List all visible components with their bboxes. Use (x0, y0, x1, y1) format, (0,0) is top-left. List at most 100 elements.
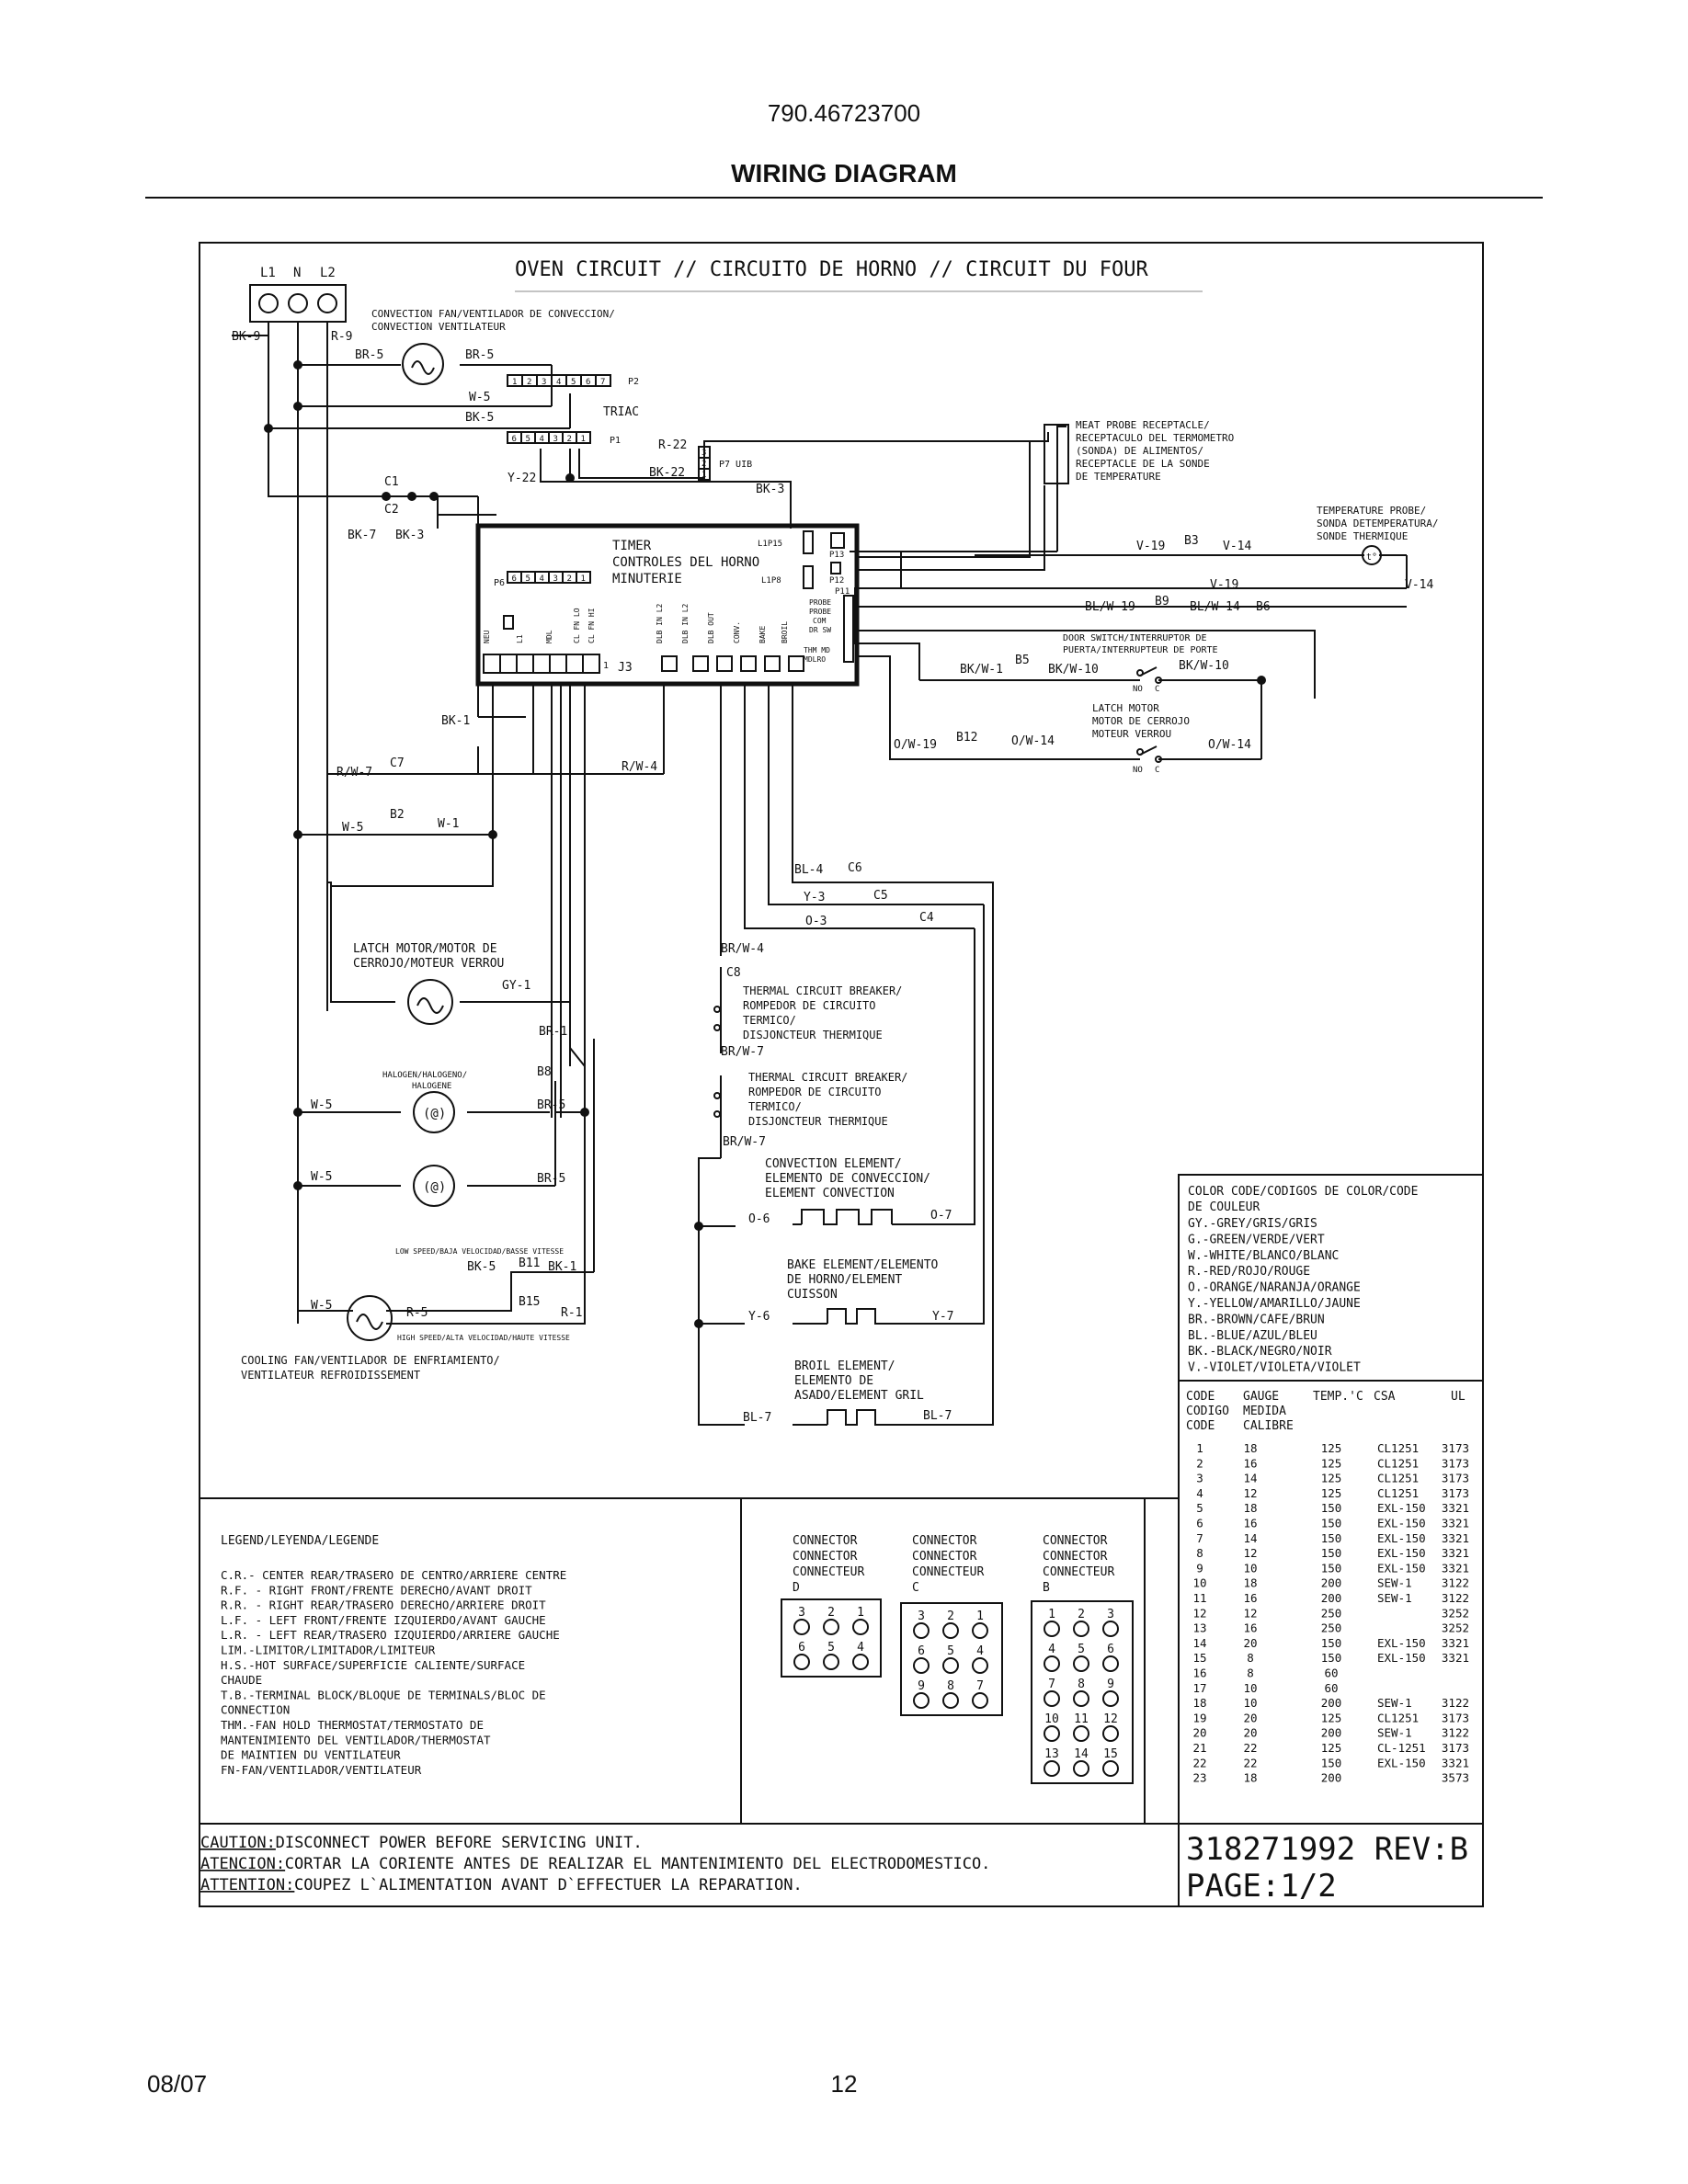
wire-label: BK-3 (756, 483, 784, 496)
p7-cell (698, 468, 711, 481)
legend-line: CHAUDE (221, 1673, 262, 1687)
connector-pin-number: 6 (918, 1644, 925, 1658)
color-code-entry: BK.-BLACK/NEGRO/NOIR (1188, 1345, 1332, 1359)
j3-cell (532, 654, 551, 674)
wire-label: R/W-7 (336, 766, 372, 779)
gauge-table-cell: 22 (1192, 1756, 1206, 1769)
gauge-table-cell: 125 (1321, 1456, 1342, 1470)
gauge-table-cell: 14 (1243, 1472, 1257, 1485)
gauge-table-cell: 125 (1321, 1711, 1342, 1724)
svg-text:HALOGEN/HALOGENO/: HALOGEN/HALOGENO/ (382, 1071, 467, 1080)
wire-label: O/W-14 (1208, 738, 1251, 752)
gauge-table-cell: 4 (1196, 1486, 1203, 1500)
gauge-table-cell: 150 (1321, 1517, 1342, 1530)
svg-text:(SONDA) DE ALIMENTOS/: (SONDA) DE ALIMENTOS/ (1076, 445, 1203, 457)
gauge-table-cell: 10 (1192, 1576, 1206, 1590)
svg-text:L1P8: L1P8 (761, 576, 781, 586)
timer-pin-label: NEU (483, 630, 491, 643)
wire-label: BR/W-7 (723, 1135, 766, 1149)
gauge-table-cell: EXL-150 (1377, 1531, 1426, 1545)
part-number: 318271992 REV:B (1186, 1831, 1468, 1868)
label-p7: P7 UIB (719, 460, 752, 470)
gauge-table-cell: EXL-150 (1377, 1501, 1426, 1515)
p2-cell (595, 374, 611, 387)
connector-pin-number: 4 (976, 1644, 984, 1658)
gauge-table-cell: 18 (1192, 1696, 1206, 1710)
connector-id: C2 (384, 503, 399, 517)
gauge-table-cell: 150 (1321, 1501, 1342, 1515)
connector-id: C7 (390, 756, 405, 770)
footer-date: 08/07 (147, 2070, 208, 2098)
connector-pin-number: 12 (1103, 1712, 1118, 1726)
legend-title: LEGEND/LEYENDA/LEGENDE (221, 1534, 379, 1548)
connector-id: C8 (726, 966, 741, 980)
gauge-table-cell: 3573 (1442, 1771, 1469, 1785)
svg-text:t°: t° (1366, 552, 1377, 563)
terminal-n: N (293, 266, 301, 280)
gauge-table-cell: 3321 (1442, 1531, 1469, 1545)
gauge-table-cell: 3321 (1442, 1517, 1469, 1530)
svg-text:TERMICO/: TERMICO/ (743, 1014, 796, 1027)
gauge-table-cell: 18 (1243, 1441, 1257, 1455)
gauge-table-cell: SEW-1 (1377, 1591, 1412, 1605)
temperature-probe: t° TEMPERATURE PROBE/ SONDA DETEMPERATUR… (1317, 505, 1438, 565)
p6-cell (576, 571, 591, 584)
gauge-table-cell: 200 (1321, 1696, 1342, 1710)
gauge-table-cell: 10 (1243, 1681, 1257, 1695)
gauge-table-cell: 3173 (1442, 1486, 1469, 1500)
timer-pin-label: DLB OUT (707, 612, 715, 643)
diagram-title: OVEN CIRCUIT // CIRCUITO DE HORNO // CIR… (515, 258, 1149, 281)
connector-pin (1073, 1621, 1089, 1637)
label-triac: TRIAC (603, 405, 639, 419)
connector-pin-number: 4 (857, 1641, 864, 1655)
connector-pin (1073, 1690, 1089, 1707)
gauge-table-cell: EXL-150 (1377, 1756, 1426, 1769)
wire-label: BR-5 (537, 1172, 565, 1186)
j3-cell (499, 654, 518, 674)
svg-text:CERROJO/MOTEUR VERROU: CERROJO/MOTEUR VERROU (353, 957, 504, 971)
gauge-table-header: CSA (1374, 1390, 1396, 1404)
gauge-table-cell: 200 (1321, 1591, 1342, 1605)
timer-output-terminal (788, 655, 804, 672)
gauge-table-cell: 8 (1247, 1651, 1254, 1665)
connector-pin (913, 1657, 930, 1674)
connector-pin-number: 2 (827, 1606, 835, 1620)
gauge-table-cell: 12 (1192, 1606, 1206, 1620)
gauge-table-cell: SEW-1 (1377, 1576, 1412, 1590)
wire-label: Y-6 (748, 1310, 770, 1324)
svg-text:HIGH SPEED/ALTA VELOCIDAD/HAUT: HIGH SPEED/ALTA VELOCIDAD/HAUTE VITESSE (397, 1334, 570, 1342)
caution-notice: CAUTION: DISCONNECT POWER BEFORE SERVICI… (200, 1834, 990, 1894)
j3-cell (516, 654, 534, 674)
wire-label: BL-7 (923, 1409, 952, 1423)
connector-label: C (912, 1581, 919, 1595)
gauge-table-cell: 3321 (1442, 1501, 1469, 1515)
p2-pin: 5 (571, 378, 576, 387)
svg-text:MOTOR DE CERROJO: MOTOR DE CERROJO (1092, 715, 1190, 727)
connector-pin (1073, 1760, 1089, 1777)
gauge-table-cell: 10 (1243, 1696, 1257, 1710)
connector-housing (900, 1602, 1003, 1716)
gauge-table-header: GAUGE (1243, 1390, 1279, 1404)
legend-line: LIM.-LIMITOR/LIMITADOR/LIMITEUR (221, 1644, 436, 1657)
wire-label: BR/W-7 (721, 1045, 764, 1059)
p1-pin: 6 (512, 435, 517, 444)
svg-text:CONVECTION VENTILATEUR: CONVECTION VENTILATEUR (371, 321, 506, 333)
wire-label: BK-7 (348, 529, 376, 542)
wiring-lines (232, 322, 1408, 1426)
gauge-table-cell: 18 (1243, 1771, 1257, 1785)
wire-label: BK-22 (649, 466, 685, 480)
gauge-table-cell: 16 (1192, 1666, 1206, 1680)
gauge-table-cell: 18 (1243, 1576, 1257, 1590)
gauge-table-cell: 3321 (1442, 1636, 1469, 1650)
gauge-table-header: TEMP.'C (1313, 1390, 1363, 1404)
gauge-table-cell: 15 (1192, 1651, 1206, 1665)
svg-text:LATCH MOTOR: LATCH MOTOR (1092, 702, 1159, 714)
gauge-table-cell: EXL-150 (1377, 1546, 1426, 1560)
connector-housing (781, 1598, 882, 1678)
gauge-table-cell: 2 (1196, 1456, 1203, 1470)
connector-housing (1031, 1600, 1134, 1784)
gauge-table-cell: 21 (1192, 1741, 1206, 1755)
thermal-circuit-breaker-1: THERMAL CIRCUIT BREAKER/ ROMPEDOR DE CIR… (713, 984, 902, 1041)
timer-pin-label: DLB IN L2 (681, 603, 690, 643)
